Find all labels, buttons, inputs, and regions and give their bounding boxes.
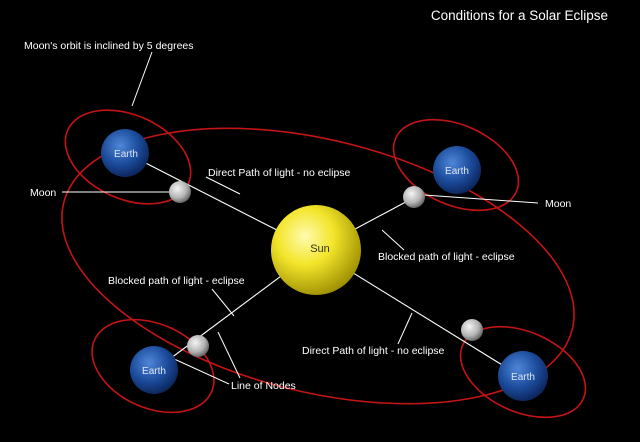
earth-top-left-label: Earth xyxy=(114,149,138,160)
sun-disc xyxy=(271,205,361,295)
moon-left-label: Moon xyxy=(30,187,56,199)
earth-bottom-right-label: Earth xyxy=(511,372,535,383)
earth-top-right-disc xyxy=(433,146,481,194)
earth-top-left: Earth xyxy=(101,129,149,177)
diagram-title: Conditions for a Solar Eclipse xyxy=(431,8,608,23)
leader-nodes-1 xyxy=(171,357,230,385)
earth-top-right-label: Earth xyxy=(445,166,469,177)
leader-direct-top xyxy=(205,176,241,195)
inclination-label: Moon's orbit is inclined by 5 degrees xyxy=(24,40,194,52)
moon-orbit-top-left xyxy=(64,109,192,205)
sun-label: Sun xyxy=(310,243,330,255)
direct-path-bottom-label: Direct Path of light - no eclipse xyxy=(302,345,445,357)
line-of-nodes-label: Line of Nodes xyxy=(231,380,296,392)
leader-blocked-left xyxy=(211,288,235,317)
leader-direct-bottom xyxy=(397,312,413,345)
earth-bottom-left: Earth xyxy=(130,346,178,394)
leader-nodes-2 xyxy=(217,331,241,379)
earth-orbit xyxy=(61,127,575,405)
blocked-path-left-label: Blocked path of light - eclipse xyxy=(108,275,245,287)
earth-top-right: Earth xyxy=(433,146,481,194)
earth-bottom-right: Earth xyxy=(498,351,548,401)
moon-orbit-top-right xyxy=(392,118,520,212)
earth-top-left-disc xyxy=(101,129,149,177)
earth-bottom-left-label: Earth xyxy=(142,366,166,377)
earth-bottom-right-disc xyxy=(498,351,548,401)
moon-orbit-bottom-right xyxy=(459,325,587,419)
moon-bottom-left xyxy=(187,335,209,357)
moon-bottom-right xyxy=(461,319,483,341)
moon-orbit-bottom-left xyxy=(91,318,215,414)
moon-top-right xyxy=(403,186,425,208)
moon-top-left xyxy=(169,181,191,203)
direct-path-top-label: Direct Path of light - no eclipse xyxy=(208,167,351,179)
blocked-path-right-label: Blocked path of light - eclipse xyxy=(378,251,515,263)
earth-bottom-left-disc xyxy=(130,346,178,394)
sun: Sun xyxy=(271,205,361,295)
leader-blocked-right xyxy=(381,229,405,251)
moon-right-label: Moon xyxy=(545,198,571,210)
leader-lines xyxy=(62,51,539,385)
leader-inclination xyxy=(131,51,153,107)
leader-moon-right xyxy=(423,194,539,204)
